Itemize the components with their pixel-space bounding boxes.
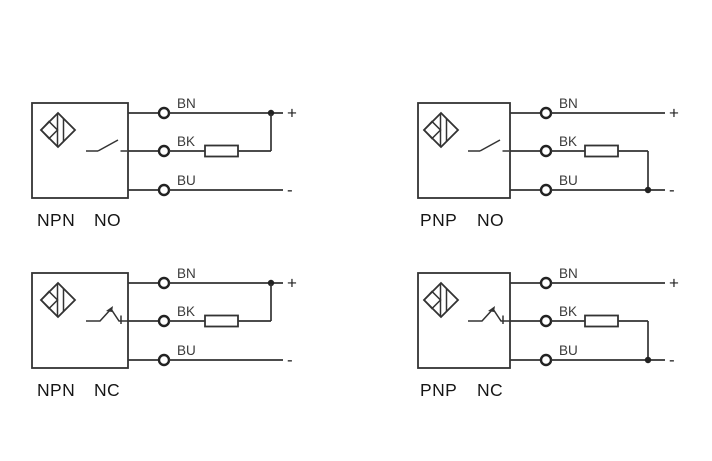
proximity-sensor-icon — [40, 112, 76, 148]
caption-contact-type: NO — [94, 210, 121, 230]
junction-dot — [267, 279, 275, 287]
terminal-circle — [539, 144, 553, 158]
plus-terminal-label: + — [669, 104, 679, 123]
sensor-body — [417, 272, 511, 369]
wire-bu: BU - — [128, 173, 293, 200]
nc-contact-switch-icon — [467, 305, 511, 325]
terminal-circle — [539, 353, 553, 367]
sensor-body — [31, 272, 129, 369]
junction-dot — [644, 356, 652, 364]
diagram-npn-no: BN + BK BU - NPN NO — [31, 96, 297, 230]
wire-bu: BU - — [510, 173, 675, 200]
wire-bk: BK — [128, 284, 272, 328]
wire-label-bn: BN — [559, 96, 578, 111]
wire-bn: BN + — [510, 266, 679, 293]
caption-contact-type: NC — [94, 380, 120, 400]
terminal-circle — [539, 314, 553, 328]
caption-output-type: PNP — [420, 210, 457, 230]
wire-bk: BK — [510, 304, 649, 359]
proximity-sensor-icon — [40, 282, 76, 318]
minus-terminal-label: - — [669, 181, 675, 200]
wire-bu: BU - — [510, 343, 675, 370]
terminal-circle — [157, 314, 171, 328]
wire-bk: BK — [128, 114, 272, 158]
wire-label-bn: BN — [177, 266, 196, 281]
diagram-pnp-no: BN + BK BU - PNP NO — [417, 96, 679, 230]
caption-contact-type: NO — [477, 210, 504, 230]
sensor-body — [31, 102, 129, 199]
terminal-circle — [157, 183, 171, 197]
load-resistor — [584, 314, 619, 328]
no-contact-switch-icon — [85, 139, 128, 152]
minus-terminal-label: - — [287, 351, 293, 370]
diagram-npn-nc: BN + BK BU - NPN NC — [31, 266, 297, 400]
terminal-circle — [157, 276, 171, 290]
minus-terminal-label: - — [669, 351, 675, 370]
no-contact-switch-icon — [467, 139, 510, 152]
junction-dot — [267, 109, 275, 117]
caption-output-type: PNP — [420, 380, 457, 400]
wire-label-bk: BK — [177, 304, 195, 319]
wire-label-bn: BN — [559, 266, 578, 281]
wire-bn: BN + — [128, 96, 297, 123]
wire-label-bk: BK — [559, 134, 577, 149]
wire-label-bn: BN — [177, 96, 196, 111]
wire-label-bu: BU — [559, 343, 578, 358]
plus-terminal-label: + — [287, 104, 297, 123]
caption-output-type: NPN — [37, 380, 75, 400]
wire-bu: BU - — [128, 343, 293, 370]
terminal-circle — [157, 353, 171, 367]
wire-bn: BN + — [128, 266, 297, 293]
load-resistor — [204, 314, 239, 328]
caption-output-type: NPN — [37, 210, 75, 230]
terminal-circle — [539, 183, 553, 197]
plus-terminal-label: + — [669, 274, 679, 293]
wire-label-bk: BK — [559, 304, 577, 319]
terminal-circle — [539, 106, 553, 120]
wire-label-bu: BU — [177, 343, 196, 358]
proximity-sensor-icon — [423, 282, 459, 318]
plus-terminal-label: + — [287, 274, 297, 293]
terminal-circle — [539, 276, 553, 290]
nc-contact-switch-icon — [85, 305, 129, 325]
diagram-pnp-nc: BN + BK BU - PNP NC — [417, 266, 679, 400]
sensor-body — [417, 102, 511, 199]
proximity-sensor-icon — [423, 112, 459, 148]
wire-label-bk: BK — [177, 134, 195, 149]
terminal-circle — [157, 106, 171, 120]
load-resistor — [204, 144, 239, 158]
junction-dot — [644, 186, 652, 194]
wire-bn: BN + — [510, 96, 679, 123]
caption-contact-type: NC — [477, 380, 503, 400]
load-resistor — [584, 144, 619, 158]
wire-label-bu: BU — [559, 173, 578, 188]
minus-terminal-label: - — [287, 181, 293, 200]
wire-bk: BK — [510, 134, 649, 189]
wire-label-bu: BU — [177, 173, 196, 188]
terminal-circle — [157, 144, 171, 158]
